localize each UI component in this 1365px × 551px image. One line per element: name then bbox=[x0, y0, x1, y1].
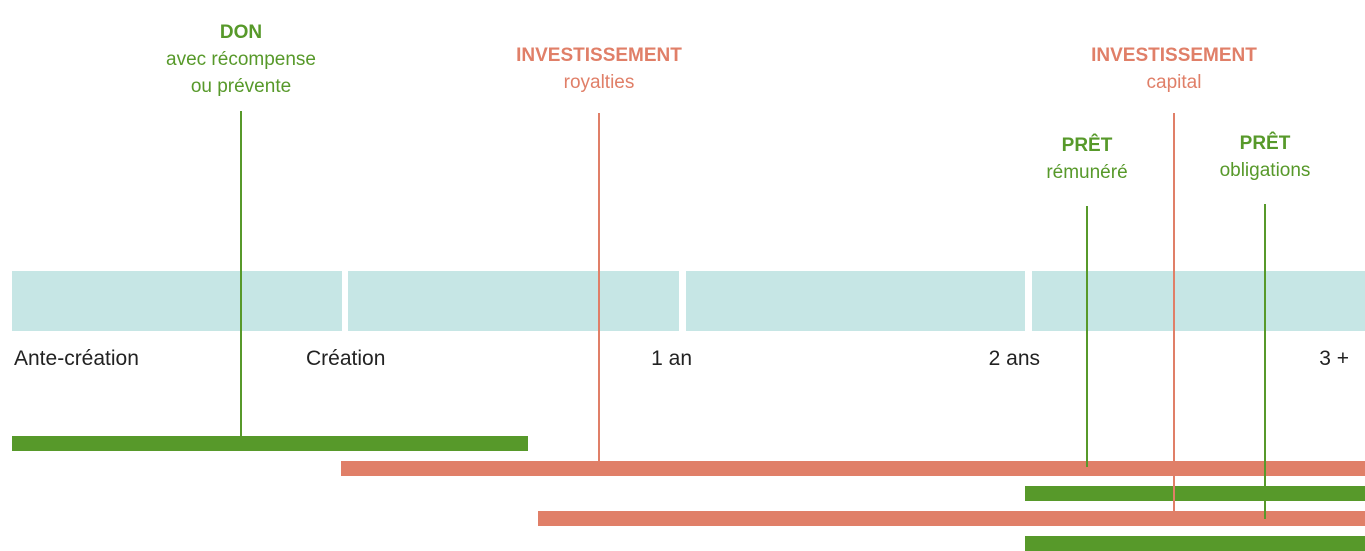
category-subtitle-don-1: avec récompense bbox=[166, 49, 316, 70]
category-subtitle-remunere: rémunéré bbox=[1046, 162, 1127, 183]
timeline-label-1-year: 1 an bbox=[651, 347, 692, 370]
timeline-segment-ante-creation bbox=[12, 271, 342, 331]
timeline-label-2-years: 2 ans bbox=[989, 347, 1040, 370]
category-label-investissement-royalties: INVESTISSEMENT royalties bbox=[516, 45, 682, 93]
timeline-segment-year-1 bbox=[686, 271, 1025, 331]
category-label-investissement-capital: INVESTISSEMENT capital bbox=[1091, 45, 1257, 93]
range-bar-don bbox=[12, 436, 528, 451]
category-title-investissement-capital: INVESTISSEMENT bbox=[1091, 45, 1257, 66]
category-subtitle-capital: capital bbox=[1147, 72, 1202, 93]
timeline-segment-creation bbox=[348, 271, 679, 331]
category-label-pret-remunere: PRÊT rémunéré bbox=[1046, 134, 1127, 183]
category-title-pret-obligations: PRÊT bbox=[1240, 132, 1291, 154]
category-subtitle-obligations: obligations bbox=[1220, 160, 1311, 181]
category-title-investissement-royalties: INVESTISSEMENT bbox=[516, 45, 682, 66]
category-title-don: DON bbox=[220, 22, 262, 43]
range-bar-pret-obligations bbox=[1025, 536, 1365, 551]
range-bar-pret-remunere bbox=[1025, 486, 1365, 501]
timeline-label-ante-creation: Ante-création bbox=[14, 347, 139, 370]
category-label-pret-obligations: PRÊT obligations bbox=[1220, 132, 1311, 181]
category-title-pret-remunere: PRÊT bbox=[1062, 134, 1113, 156]
category-label-don: DON avec récompense ou prévente bbox=[166, 22, 316, 97]
range-bar-investissement-royalties bbox=[341, 461, 1365, 476]
category-subtitle-royalties: royalties bbox=[564, 72, 635, 93]
timeline-label-3-plus: 3 + bbox=[1319, 347, 1349, 370]
timeline-segment-year-2 bbox=[1032, 271, 1365, 331]
range-bar-investissement-capital bbox=[538, 511, 1365, 526]
category-subtitle-don-2: ou prévente bbox=[191, 76, 291, 97]
timeline-label-creation: Création bbox=[306, 347, 385, 370]
